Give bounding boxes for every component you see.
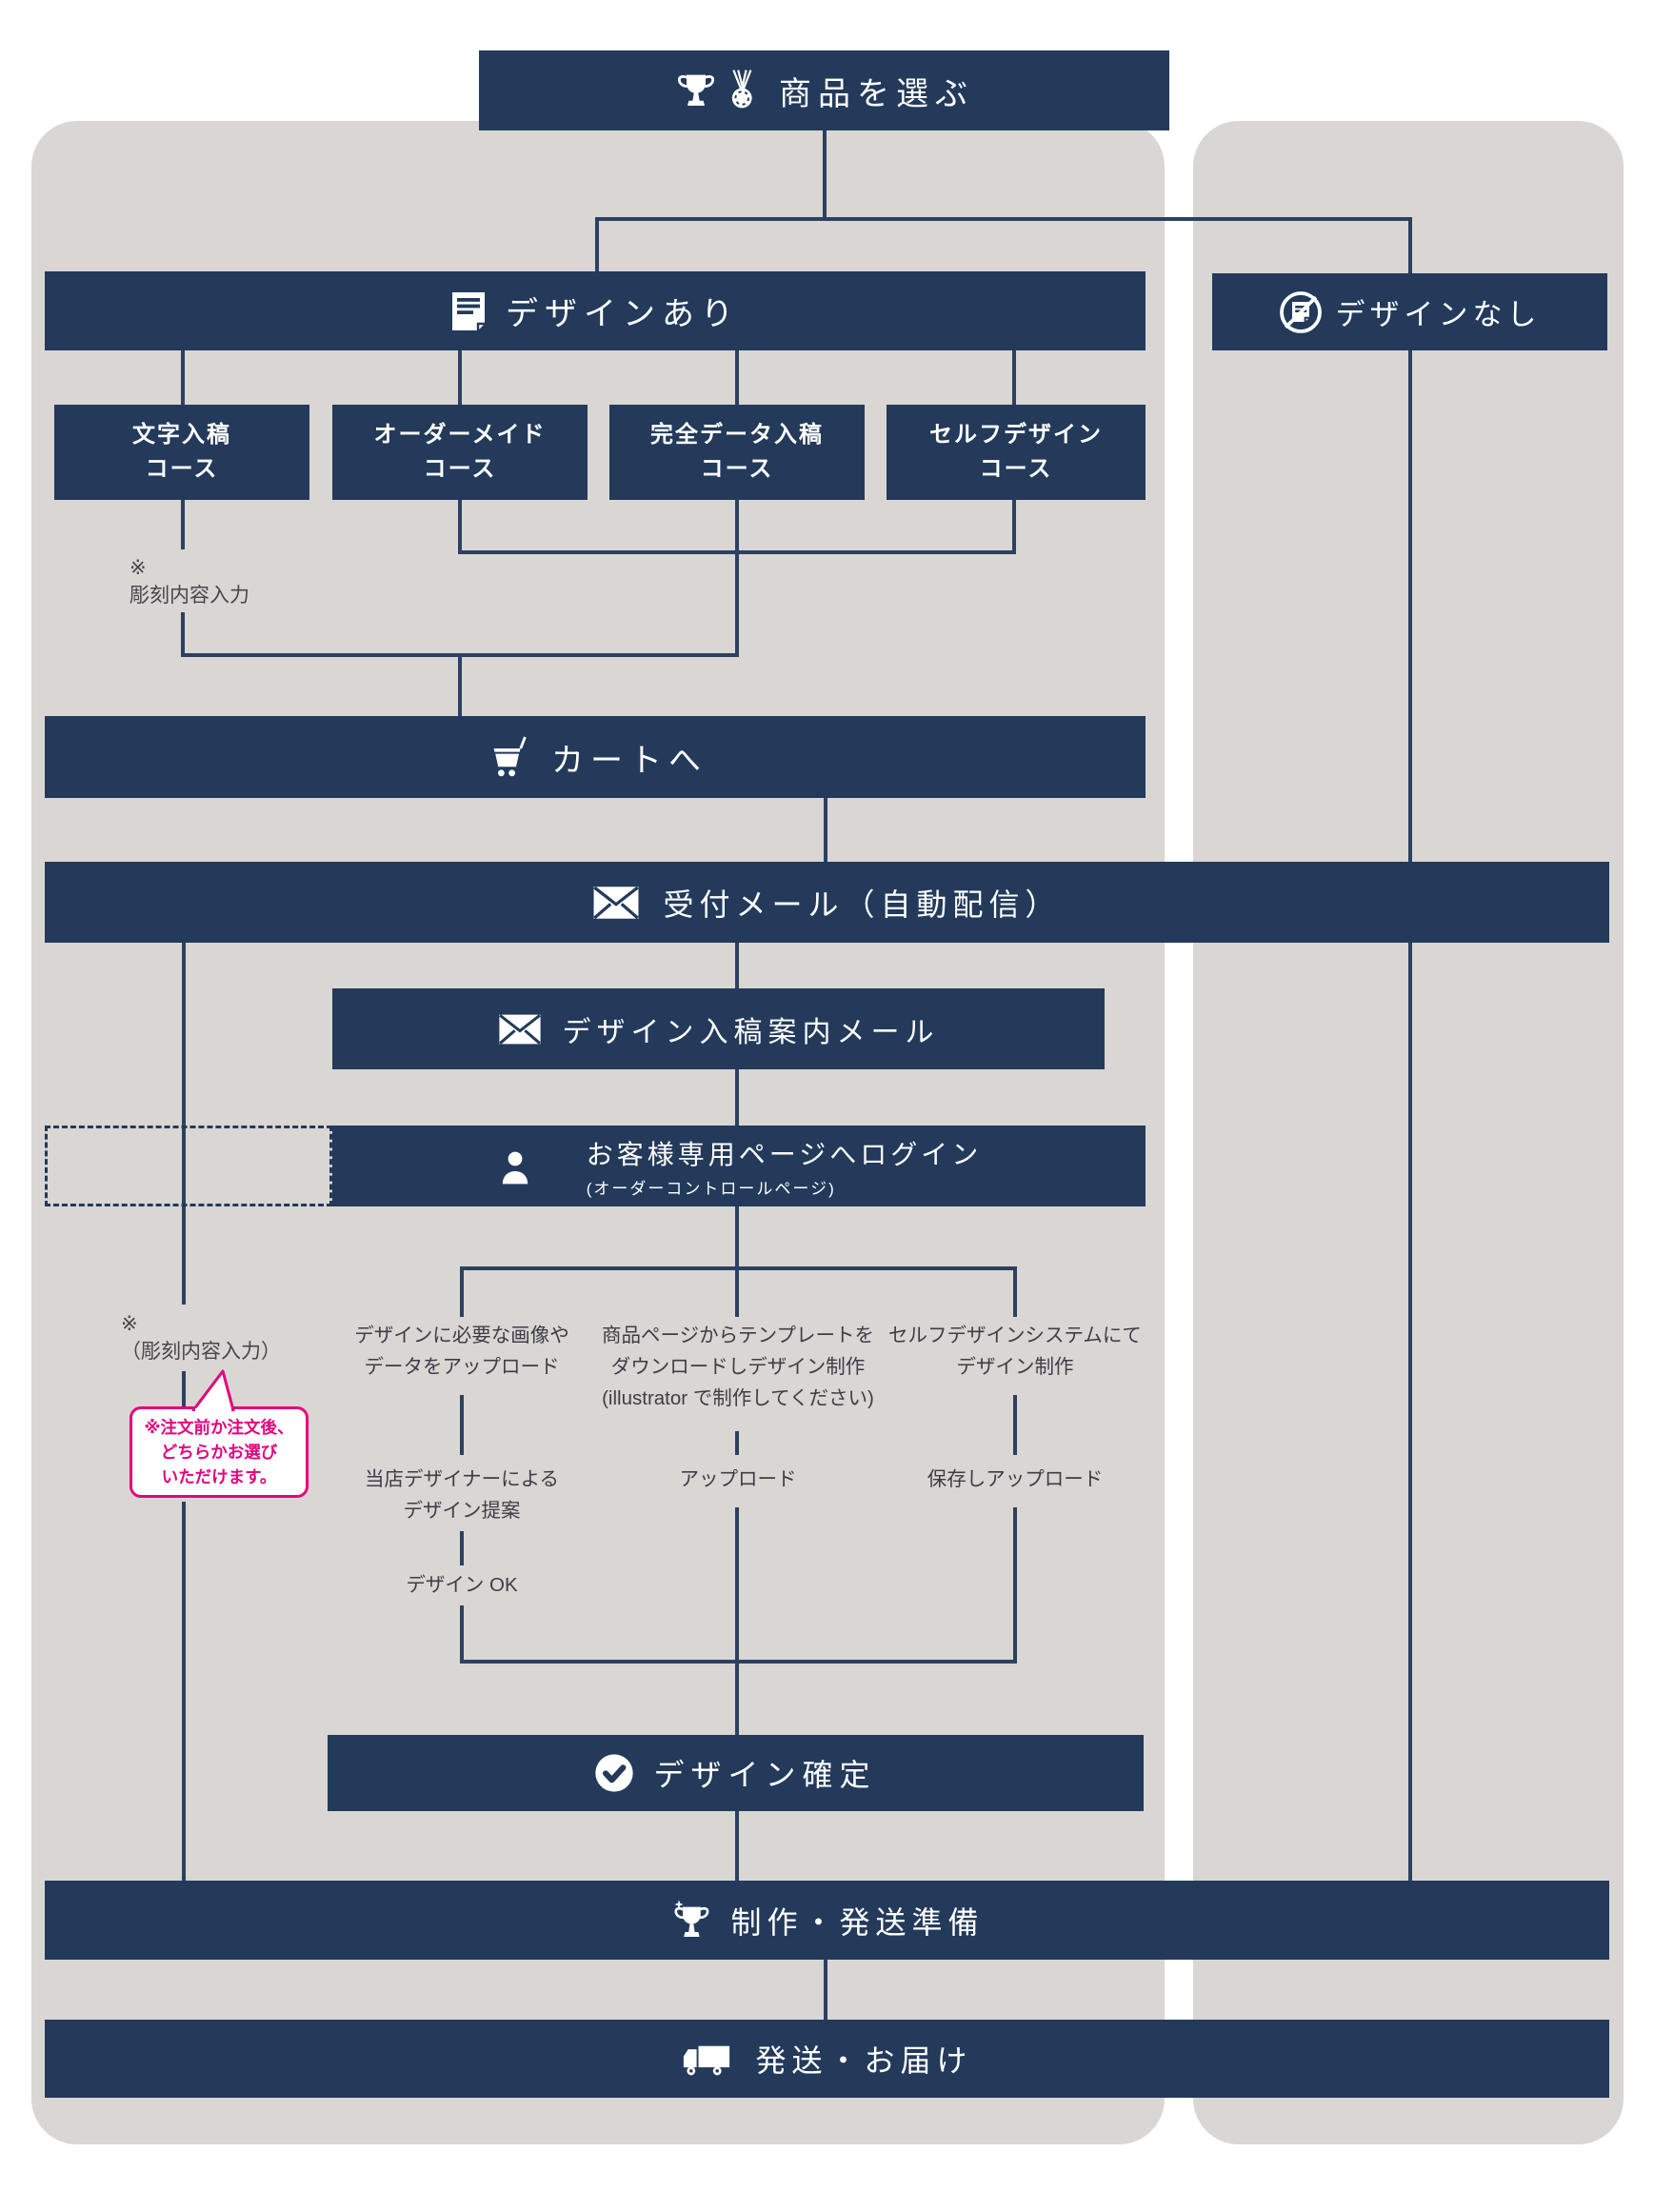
- flow-connector: [824, 1960, 827, 2020]
- flow-connector: [1012, 500, 1016, 552]
- flow-connector: [1013, 1395, 1017, 1455]
- flow-connector: [735, 350, 739, 405]
- flow-connector: [182, 943, 186, 1305]
- course-label: セルフデザイン コース: [929, 422, 1103, 482]
- speech-bubble-tail: [191, 1369, 235, 1411]
- flow-connector: [735, 1431, 739, 1455]
- step-upload-images: デザインに必要な画像や データをアップロード: [354, 1325, 569, 1378]
- flow-connector: [458, 653, 462, 716]
- flow-connector: [1408, 350, 1412, 862]
- flow-connector: [735, 1660, 739, 1735]
- flow-connector: [1408, 217, 1412, 276]
- flow-connector: [735, 943, 739, 988]
- course-box-text-submission: 文字入稿 コース: [54, 405, 309, 500]
- flow-connector: [595, 217, 599, 274]
- trophy-icon: [674, 71, 718, 110]
- course-label: 完全データ入稿 コース: [650, 422, 824, 482]
- login-option-dashed-box: [45, 1126, 332, 1206]
- flow-connector: [823, 130, 827, 221]
- note-engrave-input-optional: ※ （彫刻内容入力）: [121, 1313, 281, 1363]
- banner-design-submission-mail: デザイン入稿案内メール: [332, 988, 1105, 1069]
- course-box-order-made: オーダーメイド コース: [332, 405, 588, 500]
- banner-label: 受付メール（自動配信）: [663, 887, 1062, 922]
- flow-connector: [1013, 1507, 1017, 1662]
- banner-to-cart: カートへ: [45, 716, 1146, 798]
- banner-select-product: 商品を選ぶ: [479, 50, 1169, 130]
- flow-connector: [460, 1266, 464, 1317]
- cart-icon: [483, 735, 530, 779]
- step-template-download: 商品ページからテンプレートを ダウンロードしデザイン制作 (illustrato…: [602, 1325, 874, 1409]
- flow-connector: [1408, 943, 1412, 1881]
- envelope-icon: [498, 1012, 542, 1046]
- flow-connector: [458, 500, 462, 552]
- envelope-icon: [592, 885, 640, 921]
- truck-icon: [681, 2039, 732, 2079]
- note-bubble: ※注文前か注文後、 どちらかお選び いただけます。: [130, 1406, 309, 1498]
- flow-connector: [181, 500, 185, 549]
- flow-connector: [460, 1605, 464, 1662]
- banner-label: デザイン確定: [653, 1758, 877, 1792]
- trophy-sparkle-icon: [669, 1899, 713, 1942]
- course-box-self-design: セルフデザイン コース: [887, 405, 1146, 500]
- banner-production: 制作・発送準備: [45, 1881, 1609, 1960]
- banner-design-confirm: デザイン確定: [328, 1735, 1144, 1811]
- banner-label: デザインなし: [1335, 298, 1542, 331]
- flow-connector: [735, 550, 739, 655]
- flow-connector: [181, 612, 185, 657]
- flow-connector: [181, 350, 185, 405]
- banner-label: 発送・お届け: [755, 2043, 973, 2078]
- flow-connector: [182, 1371, 186, 1406]
- flow-connector: [824, 798, 827, 862]
- flow-connector: [1013, 1266, 1017, 1317]
- step-design-ok: デザイン OK: [406, 1574, 518, 1596]
- banner-label: カートへ: [551, 742, 707, 779]
- flow-connector: [735, 1069, 739, 1126]
- banner-shipping: 発送・お届け: [45, 2020, 1609, 2098]
- course-label: 文字入稿 コース: [132, 422, 231, 482]
- person-icon: [496, 1147, 534, 1186]
- banner-label: 商品を選ぶ: [779, 75, 974, 112]
- flow-connector: [735, 1811, 739, 1881]
- banner-reception-mail: 受付メール（自動配信）: [45, 862, 1609, 943]
- flow-connector: [460, 1531, 464, 1565]
- note-engrave-input: ※ 彫刻内容入力: [130, 557, 249, 607]
- flow-connector: [735, 500, 739, 552]
- login-title: お客様専用ページへログイン: [586, 1139, 983, 1169]
- flow-connector: [595, 217, 1412, 221]
- document-crossed-icon: [1279, 290, 1323, 334]
- banner-label: デザインあり: [506, 296, 740, 332]
- banner-label: デザイン入稿案内メール: [562, 1016, 940, 1048]
- flow-connector: [458, 350, 462, 405]
- banner-label: 制作・発送準備: [730, 1904, 985, 1940]
- flow-connector: [1012, 350, 1016, 405]
- step-designer-proposal: 当店デザイナーによる デザイン提案: [365, 1468, 559, 1522]
- flow-connector: [735, 1507, 739, 1662]
- flow-connector: [460, 1395, 464, 1455]
- banner-design-no: デザインなし: [1212, 273, 1607, 350]
- step-save-upload: 保存しアップロード: [927, 1468, 1104, 1490]
- login-subtitle: (オーダーコントロールページ): [586, 1179, 836, 1198]
- banner-design-yes: デザインあり: [45, 271, 1146, 350]
- flow-connector: [735, 1206, 739, 1268]
- medal-icon: [726, 70, 758, 111]
- course-label: オーダーメイド コース: [373, 422, 547, 482]
- flow-connector: [182, 1502, 186, 1881]
- login-banner: お客様専用ページへログイン (オーダーコントロールページ): [332, 1126, 1146, 1206]
- course-box-complete-data: 完全データ入稿 コース: [609, 405, 865, 500]
- check-circle-icon: [594, 1753, 634, 1793]
- step-selfdesign-system: セルフデザインシステムにて デザイン制作: [888, 1325, 1142, 1378]
- step-upload: アップロード: [679, 1468, 797, 1490]
- flow-connector: [735, 1266, 739, 1317]
- document-icon: [450, 290, 487, 332]
